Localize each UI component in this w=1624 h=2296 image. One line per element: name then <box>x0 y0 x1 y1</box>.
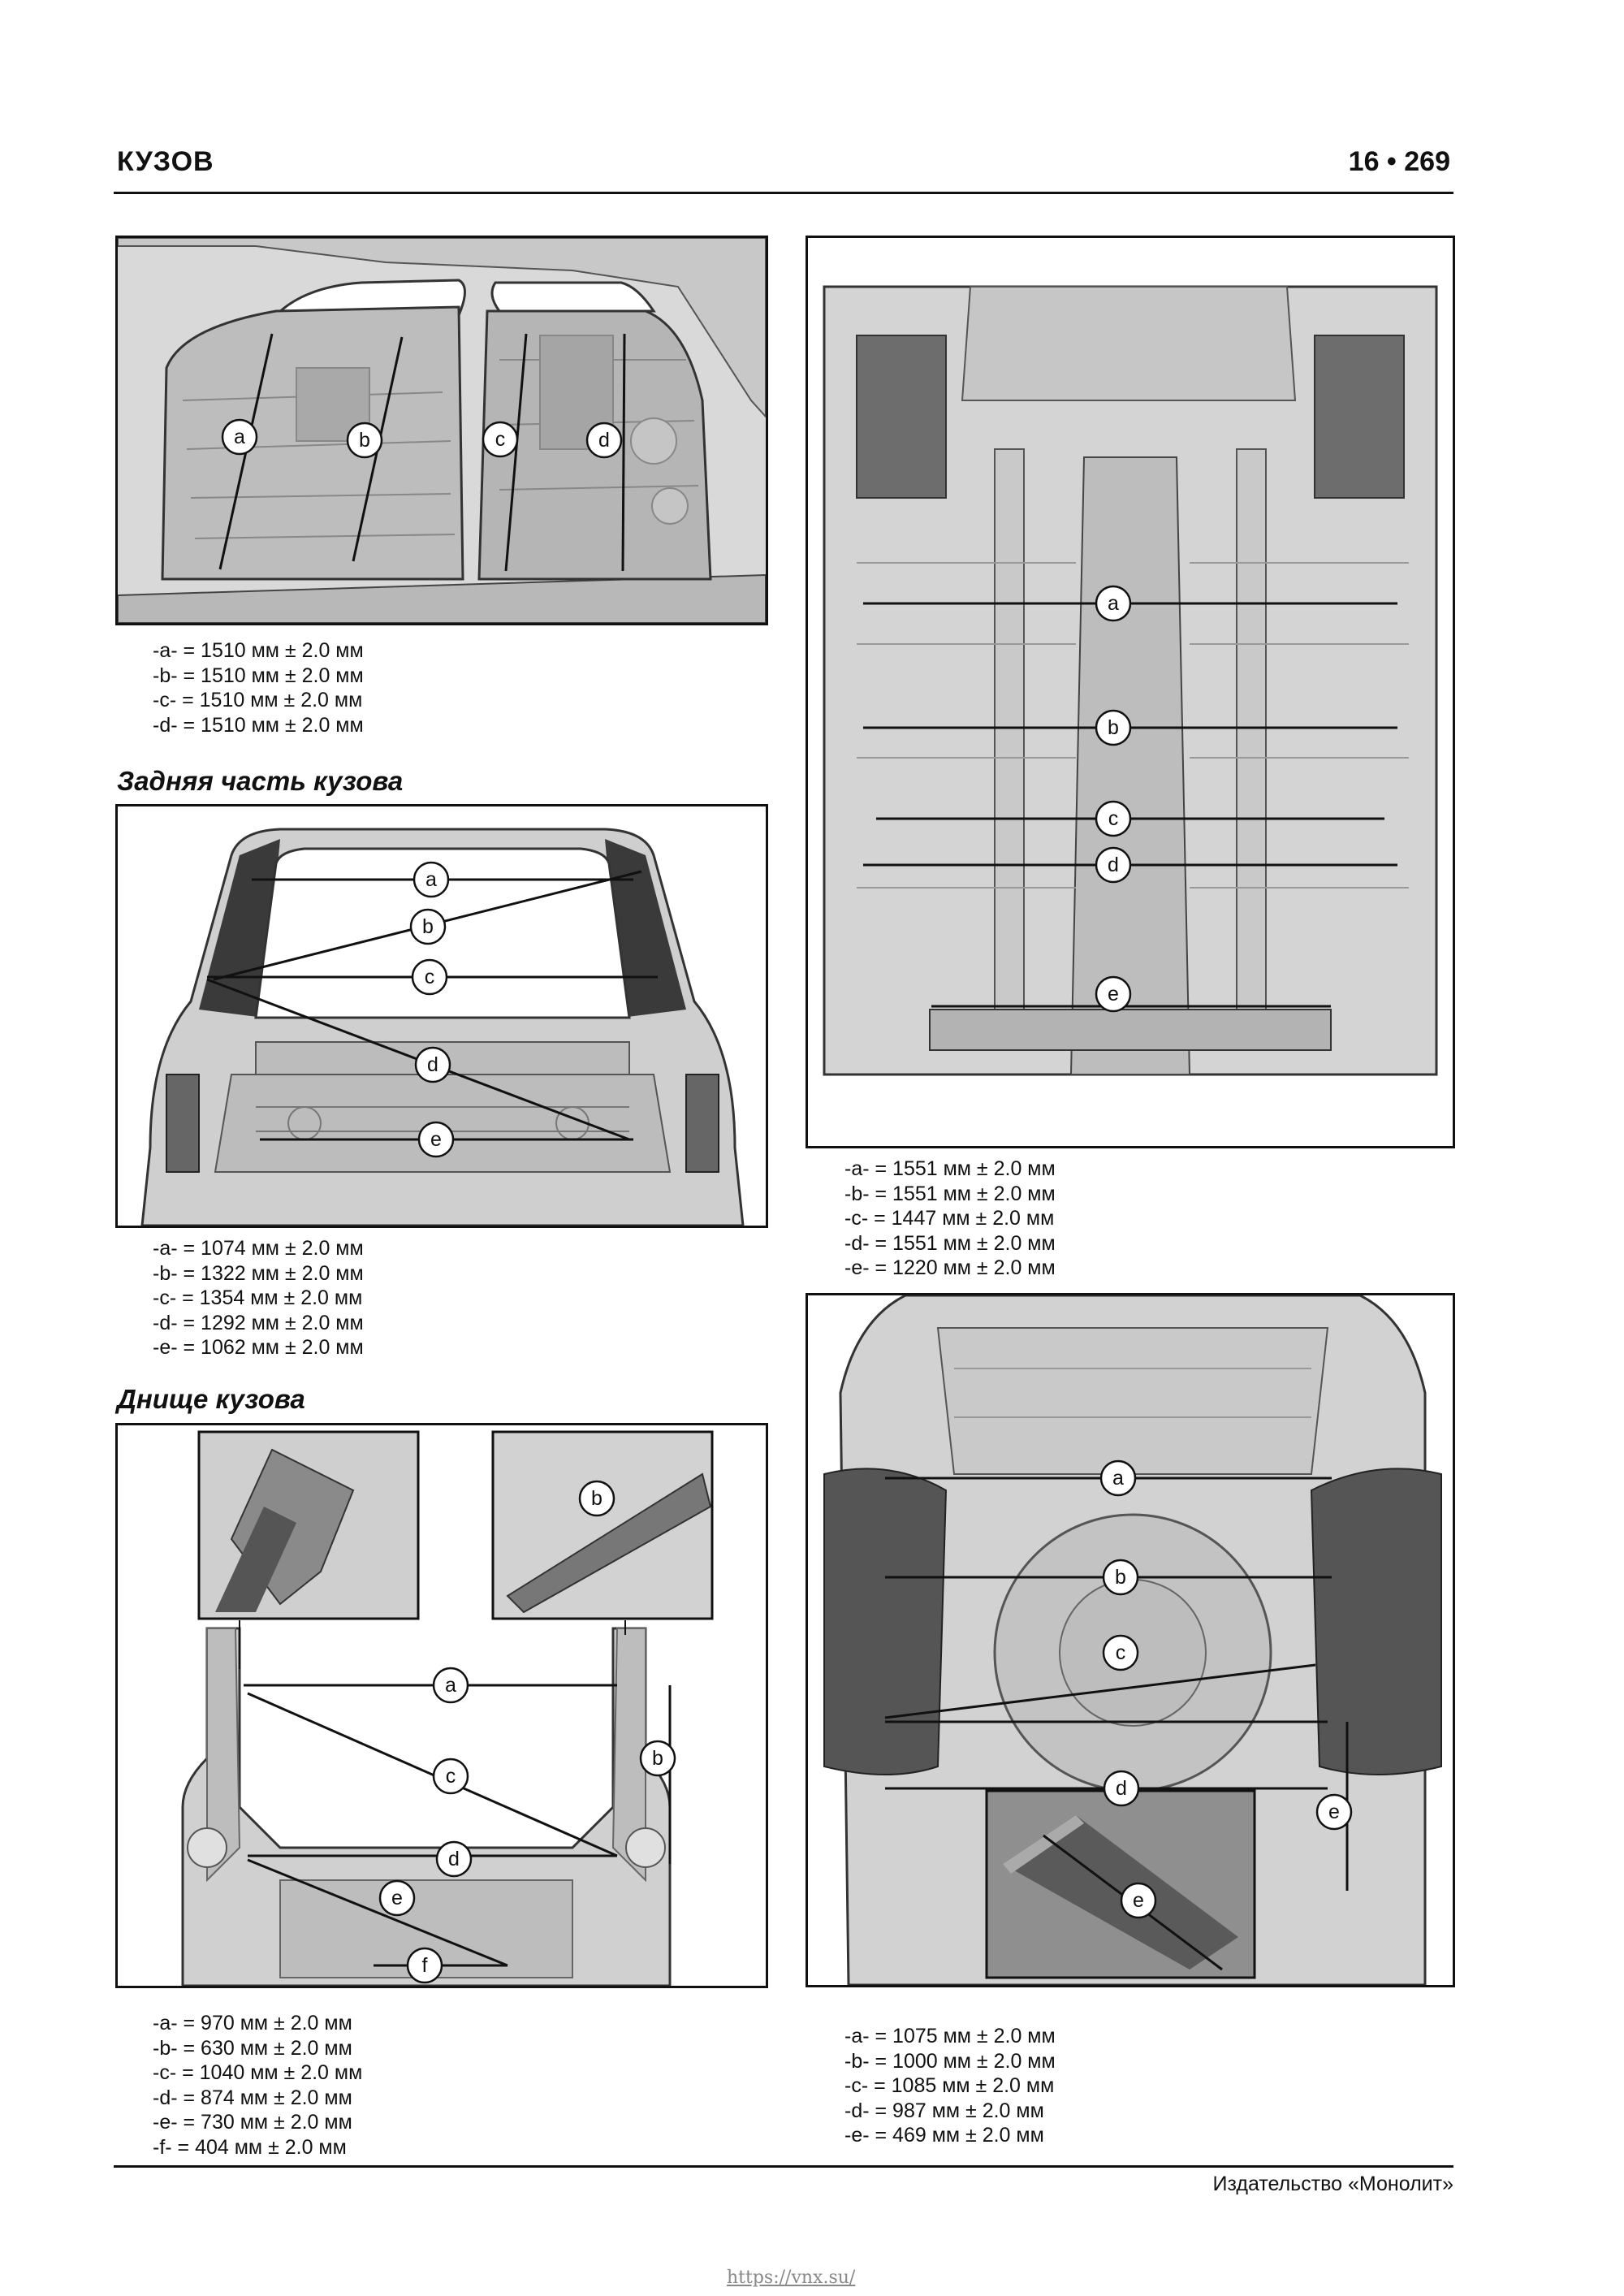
callout-d: d <box>585 422 623 459</box>
callout-a: a <box>1095 585 1132 622</box>
side-view-diagram: a b c d <box>115 236 768 625</box>
header-rule <box>114 192 1453 194</box>
callout-e: e <box>1315 1793 1353 1831</box>
callout-a: a <box>1099 1459 1137 1497</box>
publisher: Издательство «Монолит» <box>1212 2173 1453 2195</box>
section-title: КУЗОВ <box>117 146 214 177</box>
svg-text:b: b <box>359 429 370 452</box>
svg-text:c: c <box>425 966 435 988</box>
callout-d: d <box>435 1840 473 1878</box>
callout-b-inset: b <box>578 1480 615 1517</box>
svg-text:d: d <box>427 1053 438 1076</box>
page-header: КУЗОВ 16 • 269 <box>114 146 1453 195</box>
svg-text:b: b <box>591 1487 603 1510</box>
svg-text:c: c <box>495 428 506 451</box>
rear-body-specs: -a- = 1074 мм ± 2.0 мм -b- = 1322 мм ± 2… <box>153 1237 364 1359</box>
svg-text:b: b <box>422 915 434 938</box>
callout-a: a <box>412 861 450 898</box>
section-underbody-title: Днище кузова <box>117 1384 305 1414</box>
svg-text:b: b <box>1108 716 1119 739</box>
callout-c: c <box>411 958 448 996</box>
svg-text:c: c <box>446 1765 456 1788</box>
callout-b: b <box>639 1740 676 1777</box>
floor-top-diagram: a b c d e <box>806 236 1455 1148</box>
svg-text:e: e <box>1133 1889 1144 1912</box>
svg-text:e: e <box>430 1128 442 1151</box>
section-rear-title: Задняя часть кузова <box>117 766 404 796</box>
callout-c: c <box>432 1758 469 1795</box>
underbody-front-diagram: a b c d e f b <box>115 1423 768 1988</box>
svg-text:a: a <box>1112 1467 1124 1490</box>
svg-text:f: f <box>422 1954 428 1977</box>
svg-text:b: b <box>1115 1566 1126 1589</box>
callout-e: e <box>378 1879 416 1917</box>
callout-b: b <box>1095 709 1132 746</box>
callout-d: d <box>1103 1770 1140 1807</box>
callout-d: d <box>414 1046 451 1083</box>
svg-text:b: b <box>652 1747 663 1770</box>
footer-rule <box>114 2165 1453 2168</box>
rear-floor-specs: -a- = 1075 мм ± 2.0 мм -b- = 1000 мм ± 2… <box>844 2025 1056 2147</box>
callout-e-inset: e <box>1120 1882 1157 1919</box>
svg-text:d: d <box>448 1848 460 1870</box>
svg-text:e: e <box>1328 1801 1340 1823</box>
callout-f: f <box>406 1947 443 1984</box>
callout-c: c <box>482 421 519 458</box>
svg-text:d: d <box>1116 1777 1127 1800</box>
rear-body-diagram: a b c d e <box>115 804 768 1228</box>
callout-a: a <box>221 418 258 456</box>
page-number: 16 • 269 <box>1348 146 1450 177</box>
side-view-specs: -a- = 1510 мм ± 2.0 мм -b- = 1510 мм ± 2… <box>153 639 364 737</box>
callout-a: a <box>432 1667 469 1704</box>
svg-text:a: a <box>1108 592 1119 615</box>
callout-b: b <box>346 422 383 459</box>
svg-text:a: a <box>425 868 437 891</box>
svg-text:c: c <box>1116 1641 1126 1664</box>
svg-text:c: c <box>1108 807 1119 830</box>
callout-e: e <box>417 1121 455 1158</box>
svg-text:e: e <box>391 1887 403 1909</box>
svg-text:a: a <box>234 426 245 448</box>
svg-text:e: e <box>1108 983 1119 1005</box>
callout-b: b <box>1102 1559 1139 1596</box>
callout-d: d <box>1095 846 1132 884</box>
svg-text:a: a <box>445 1674 456 1697</box>
callout-e: e <box>1095 975 1132 1013</box>
svg-text:d: d <box>1108 854 1119 876</box>
callout-b: b <box>409 908 447 945</box>
underbody-front-specs: -a- = 970 мм ± 2.0 мм -b- = 630 мм ± 2.0… <box>153 2012 363 2159</box>
source-link[interactable]: https://vnx.su/ <box>727 2268 856 2288</box>
svg-text:d: d <box>598 429 610 452</box>
callout-c: c <box>1095 800 1132 837</box>
rear-floor-diagram: a b c d e e <box>806 1293 1455 1987</box>
floor-top-specs: -a- = 1551 мм ± 2.0 мм -b- = 1551 мм ± 2… <box>844 1157 1056 1279</box>
callout-c: c <box>1102 1634 1139 1671</box>
